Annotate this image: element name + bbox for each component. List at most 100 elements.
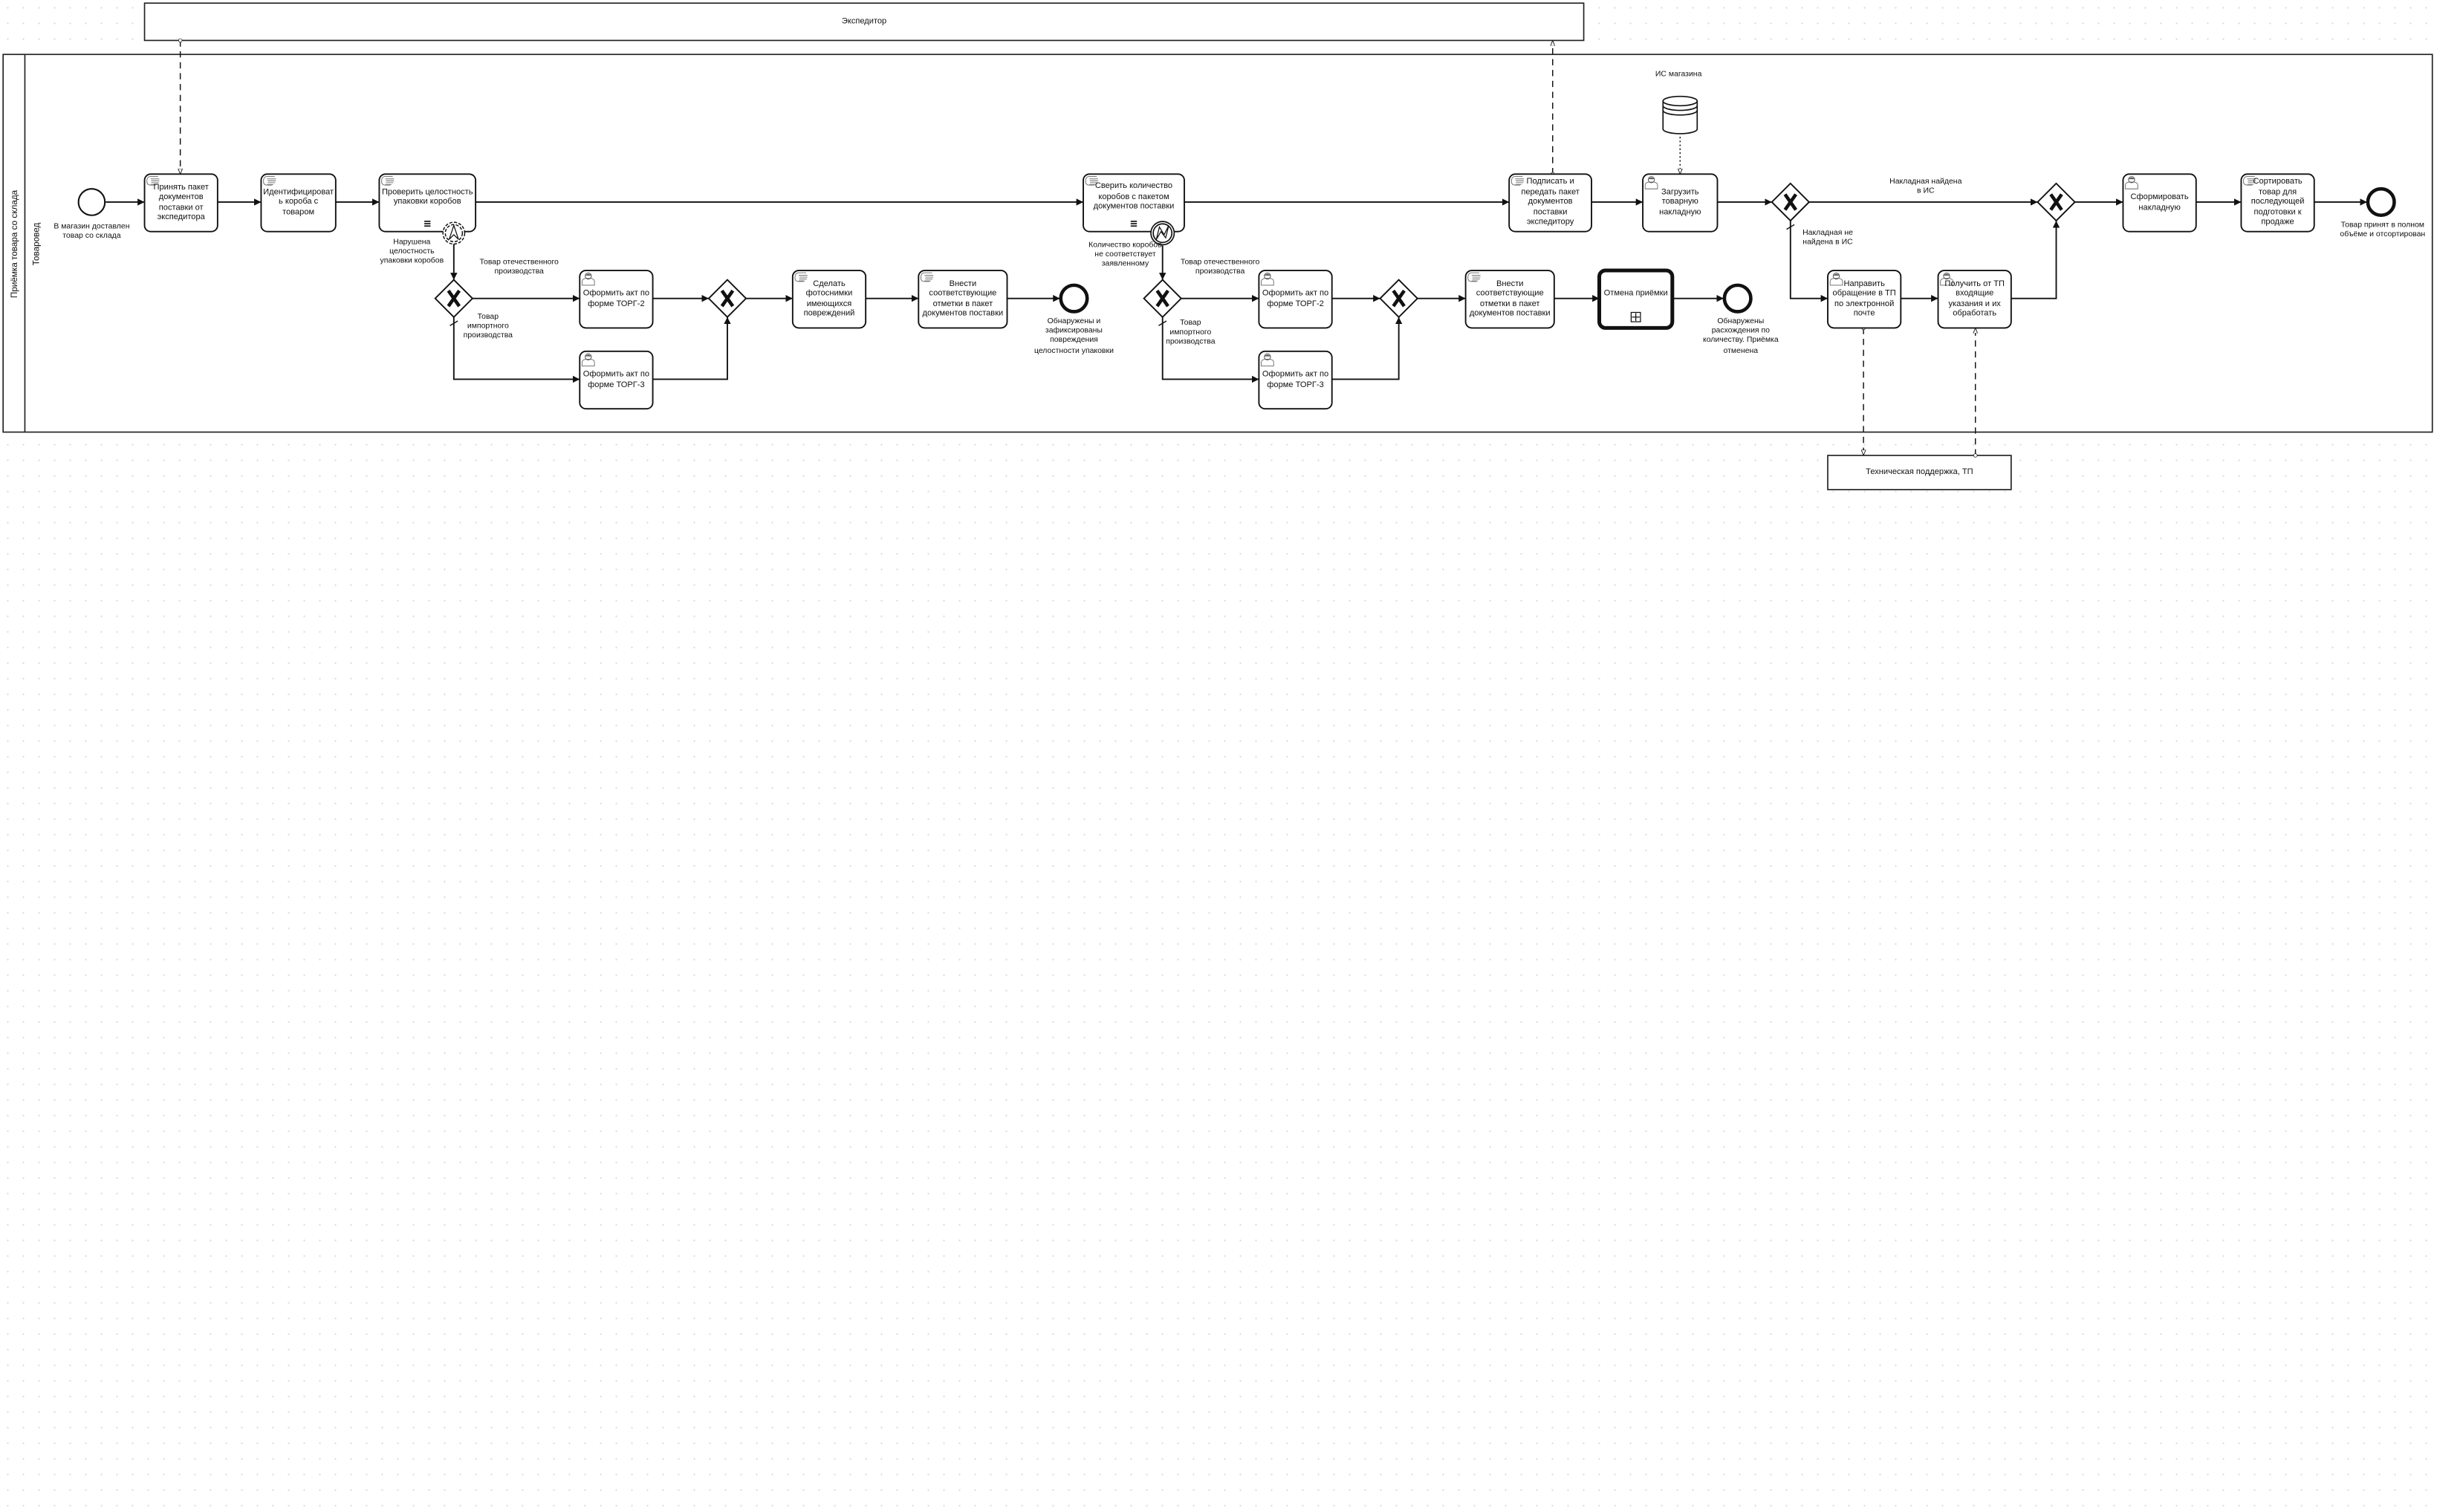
- pool-expeditor-label-wrap: Экспедитор: [842, 17, 886, 27]
- user-task-person-icon: [1261, 272, 1274, 286]
- task-t-accept-docs[interactable]: Принять пакет документов поставки от экс…: [143, 173, 218, 233]
- flow-label-wrap: Товар импортного производства: [464, 312, 513, 341]
- x-marker-icon: [447, 289, 461, 308]
- escalation-icon: [448, 224, 459, 240]
- task-label-wrap: Идентифицировать короба с товаром: [263, 187, 334, 218]
- exclusive-gateway-g4[interactable]: [1379, 279, 1419, 319]
- flow-label: Нарушена целостность упаковки коробов: [380, 238, 444, 267]
- manual-task-hand-icon: [146, 175, 160, 186]
- exclusive-gateway-g2[interactable]: [707, 279, 747, 319]
- task-shape: [1937, 270, 2012, 329]
- task-t-load[interactable]: Загрузить товарную накладную: [1642, 173, 1719, 233]
- end-event-e-end-ok[interactable]: [2366, 186, 2396, 218]
- task-t-photo[interactable]: Сделать фотоснимки имеющихся повреждений: [791, 270, 867, 329]
- end-event-e-end-damage[interactable]: [1059, 283, 1089, 314]
- multi-instance-marker-icon: [424, 221, 431, 227]
- task-t-mark-a[interactable]: Внести соответствующие отметки в пакет д…: [918, 270, 1008, 329]
- flow-label: В магазин доставлен товар со склада: [53, 222, 130, 241]
- flow-label-wrap: В магазин доставлен товар со склада: [53, 222, 130, 241]
- flow-label: Обнаружены расхождения по количеству. Пр…: [1703, 317, 1779, 356]
- sequence-flow[interactable]: [1789, 221, 1828, 302]
- task-label: Оформить акт по форме ТОРГ-3: [583, 370, 650, 390]
- flow-label-wrap: Накладная найдена в ИС: [1889, 178, 1961, 197]
- pool-main[interactable]: [2, 53, 2433, 433]
- exclusive-gateway-g6[interactable]: [2037, 182, 2076, 222]
- task-shape: [1508, 173, 1592, 233]
- task-label: Оформить акт по форме ТОРГ-3: [1262, 370, 1329, 390]
- manual-task-hand-icon: [920, 272, 934, 282]
- exclusive-gateway-g3[interactable]: [1143, 279, 1183, 319]
- flow-label-wrap: Нарушена целостность упаковки коробов: [380, 238, 444, 267]
- task-label: Сверить количество коробов с пакетом док…: [1093, 182, 1175, 212]
- task-shape: [378, 173, 477, 233]
- manual-task-hand-icon: [794, 272, 808, 282]
- task-label-wrap: Сформировать накладную: [2131, 193, 2189, 212]
- task-t-identify[interactable]: Идентифицировать короба с товаром: [260, 173, 337, 233]
- manual-task-hand-icon: [1467, 272, 1481, 282]
- task-t-receive[interactable]: Получить от ТП входящие указания и их об…: [1937, 270, 2012, 329]
- task-shape: [1464, 270, 1555, 329]
- task-shape: [143, 173, 218, 233]
- task-label-wrap: Проверить целостность упаковки коробов: [382, 187, 473, 207]
- flow-label: Накладная не найдена в ИС: [1802, 228, 1853, 248]
- exclusive-gateway-g1[interactable]: [434, 279, 474, 319]
- task-label: Идентифицировать короба с товаром: [263, 187, 334, 218]
- pool-main-label: Приёмка товара со склада: [10, 189, 19, 298]
- pool-support[interactable]: [1827, 455, 2012, 490]
- task-label-wrap: Сортировать товар для последующей подгот…: [2251, 178, 2305, 227]
- task-t-count[interactable]: Сверить количество коробов с пакетом док…: [1083, 173, 1185, 233]
- pool-support-label: Техническая поддержка, ТП: [1866, 467, 1973, 477]
- flow-label: Товар отечественного производства: [1180, 258, 1260, 277]
- task-t-sign[interactable]: Подписать и передать пакет документов по…: [1508, 173, 1592, 233]
- task-shape: [2240, 173, 2315, 233]
- task-t-request[interactable]: Направить обращение в ТП по электронной …: [1827, 270, 1902, 329]
- task-t-form[interactable]: Сформировать накладную: [2122, 173, 2197, 233]
- task-t-torg2-a[interactable]: Оформить акт по форме ТОРГ-2: [579, 270, 654, 329]
- exclusive-gateway-g5[interactable]: [1771, 182, 1811, 222]
- sequence-flow[interactable]: [1161, 317, 1259, 383]
- boundary-error-event[interactable]: [1150, 221, 1175, 246]
- task-shape: [579, 270, 654, 329]
- task-label: Сделать фотоснимки имеющихся повреждений: [803, 279, 855, 319]
- task-label-wrap: Направить обращение в ТП по электронной …: [1833, 279, 1896, 319]
- data-store-is[interactable]: [1662, 95, 1698, 134]
- flow-label-wrap: Накладная не найдена в ИС: [1802, 228, 1853, 248]
- task-t-sort[interactable]: Сортировать товар для последующей подгот…: [2240, 173, 2315, 233]
- data-store-label-wrap: ИС магазина: [1655, 70, 1702, 80]
- start-event-e-start[interactable]: [77, 188, 106, 216]
- x-marker-icon: [1392, 289, 1406, 308]
- flow-label-wrap: Обнаружены расхождения по количеству. Пр…: [1703, 317, 1779, 356]
- task-label-wrap: Оформить акт по форме ТОРГ-2: [1262, 289, 1328, 308]
- task-label: Оформить акт по форме ТОРГ-2: [583, 289, 650, 309]
- task-t-check-pack[interactable]: Проверить целостность упаковки коробов: [378, 173, 477, 233]
- task-t-torg3-a[interactable]: Оформить акт по форме ТОРГ-3: [579, 350, 654, 410]
- task-t-torg2-b[interactable]: Оформить акт по форме ТОРГ-2: [1258, 270, 1333, 329]
- pool-expeditor[interactable]: [143, 2, 1585, 42]
- task-shape: [1827, 270, 1902, 329]
- end-event-e-end-cancel[interactable]: [1722, 283, 1753, 314]
- task-shape: [1642, 173, 1719, 233]
- task-shape: [791, 270, 867, 329]
- task-label-wrap: Внести соответствующие отметки в пакет д…: [1470, 279, 1551, 319]
- boundary-escalation-event[interactable]: [442, 221, 466, 245]
- task-t-torg3-b[interactable]: Оформить акт по форме ТОРГ-3: [1258, 350, 1333, 410]
- task-t-cancel[interactable]: Отмена приёмки: [1597, 268, 1675, 330]
- sequence-flow[interactable]: [452, 317, 580, 383]
- flow-label-wrap: Товар отечественного производства: [1180, 258, 1260, 277]
- x-marker-icon: [1155, 289, 1169, 308]
- task-shape: [918, 270, 1008, 329]
- user-task-person-icon: [1829, 272, 1843, 286]
- sequence-flow[interactable]: [2011, 221, 2060, 299]
- sequence-flow[interactable]: [652, 317, 731, 380]
- lane-merchandiser-label: Товаровед: [31, 223, 41, 266]
- manual-task-hand-icon: [1085, 175, 1098, 186]
- default-flow-marker: [450, 320, 458, 326]
- task-label: Получить от ТП входящие указания и их об…: [1944, 279, 2005, 319]
- manual-task-hand-icon: [263, 175, 276, 186]
- task-t-mark-b[interactable]: Внести соответствующие отметки в пакет д…: [1464, 270, 1555, 329]
- manual-task-hand-icon: [1510, 175, 1525, 186]
- multi-instance-marker-icon: [1130, 221, 1138, 227]
- flow-label-wrap: Товар принят в полном объёме и отсортиро…: [2340, 221, 2425, 240]
- sequence-flow[interactable]: [1331, 317, 1403, 380]
